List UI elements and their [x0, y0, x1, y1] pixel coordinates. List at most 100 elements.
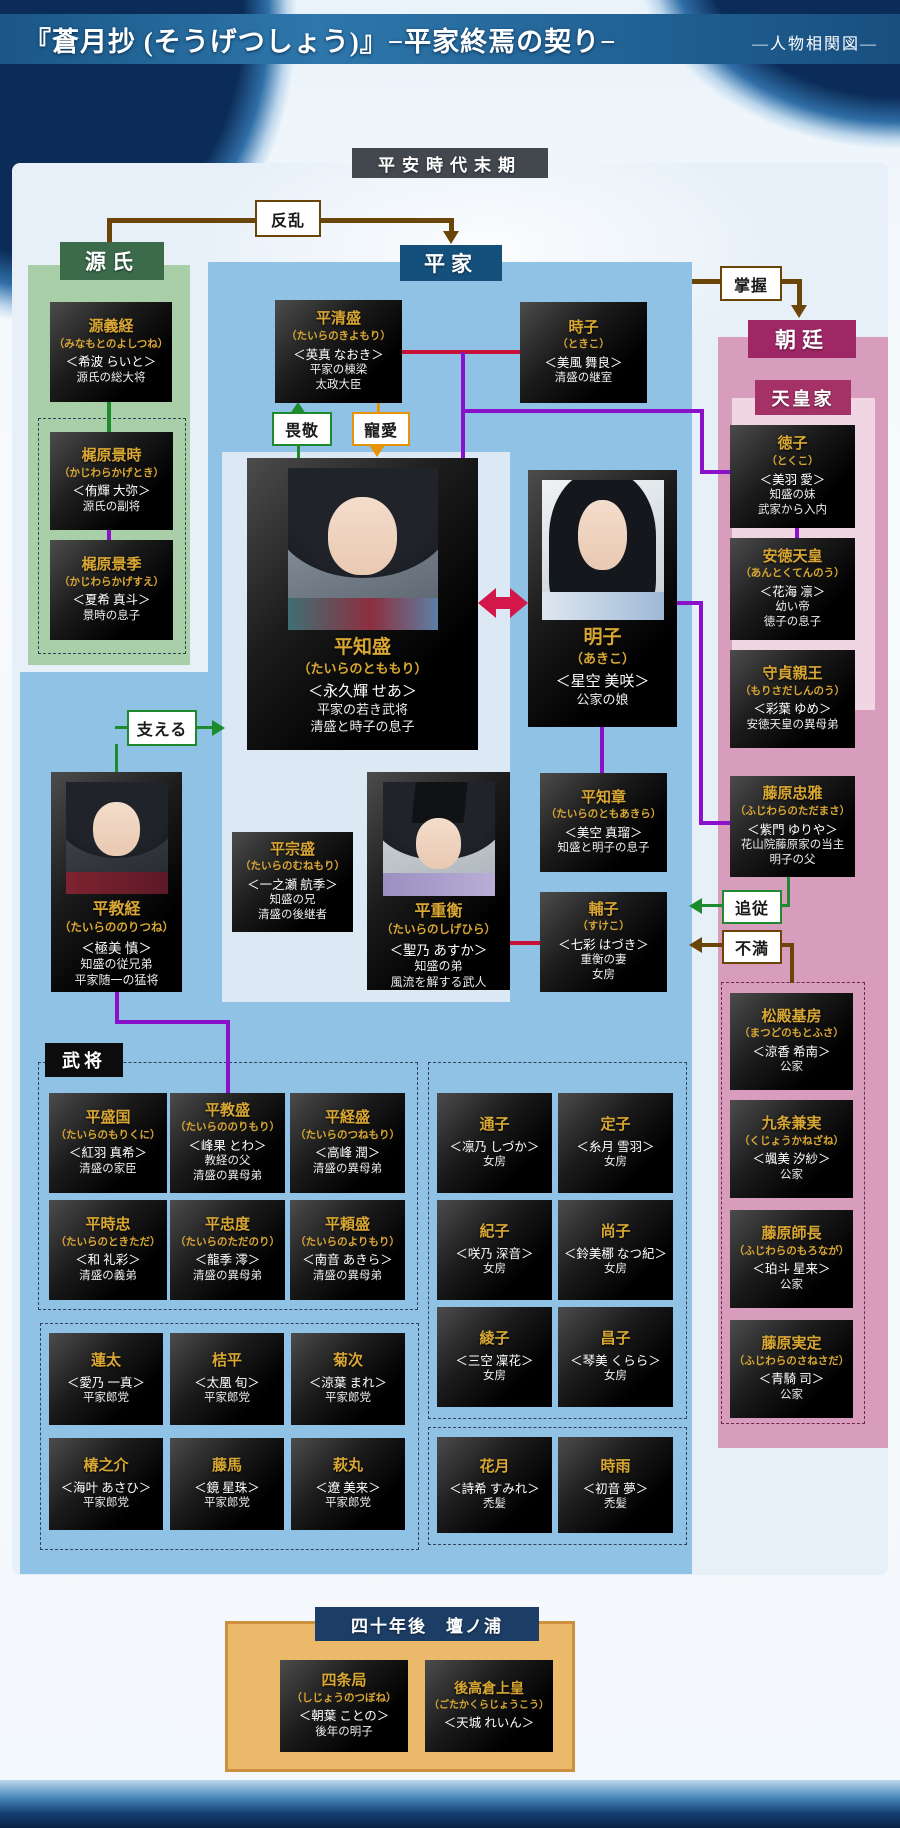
person-role: 幼い帝 [775, 601, 810, 614]
line-akiko-tadamasa-v [699, 601, 703, 825]
person-role: 風流を解する武人 [390, 974, 487, 989]
actor-name: ＜和 礼彩＞ [75, 1253, 141, 1268]
actor-name: ＜龍季 澪＞ [194, 1253, 261, 1268]
actor-name: ＜鏡 星珠＞ [194, 1480, 260, 1495]
line-noritsune-norimori-v2 [226, 1020, 230, 1093]
line-tokuko-antoku [795, 528, 799, 538]
actor-name: ＜一之瀬 航季＞ [247, 878, 338, 892]
person-name: 平忠度 [204, 1217, 250, 1234]
actor-name: ＜紫門 ゆりや＞ [747, 822, 838, 837]
person-card-kikuji: 菊次 ＜涼葉 まれ＞ 平家郎党 [291, 1333, 405, 1425]
actor-name: ＜太凰 旬＞ [194, 1375, 260, 1390]
actor-name: ＜初音 夢＞ [582, 1481, 649, 1496]
person-role: 景時の息子 [82, 609, 141, 622]
line-parent-tokuko-h2 [700, 470, 730, 474]
person-card-tadamasa: 藤原忠雅 （ふじわらのただまさ） ＜紫門 ゆりや＞ 花山院藤原家の当主 明子の父 [730, 776, 855, 877]
actor-name: ＜颯美 汐紗＞ [752, 1152, 831, 1167]
person-name: 梶原景時 [81, 448, 142, 465]
person-card-akiko: 明子 （あきこ） ＜星空 美咲＞ 公家の娘 [528, 470, 677, 727]
actor-name: ＜花海 凛＞ [759, 585, 826, 599]
person-card-gotakakura: 後高倉上皇 （ごたかくらじょうこう） ＜天城 れいん＞ [425, 1660, 553, 1752]
person-role: 平家の棟梁 [309, 363, 368, 376]
person-role: 女房 [483, 1369, 506, 1382]
person-card-tadanori: 平忠度 （たいらのただのり） ＜龍季 澪＞ 清盛の異母弟 [170, 1200, 285, 1300]
line-akiko-tomoakira [600, 727, 604, 773]
actor-name: ＜天城 れいん＞ [443, 1715, 535, 1730]
person-card-sadako: 定子 ＜糸月 雪羽＞ 女房 [558, 1093, 673, 1193]
person-card-hagimaru: 萩丸 ＜遼 美来＞ 平家郎党 [291, 1438, 405, 1530]
actor-name: ＜英真 なおき＞ [293, 347, 384, 362]
person-name: 平時忠 [85, 1217, 131, 1234]
person-role: 清盛の異母弟 [193, 1269, 262, 1282]
person-card-munemori: 平宗盛 （たいらのむねもり） ＜一之瀬 航季＞ 知盛の兄 清盛の後継者 [232, 832, 353, 932]
line-parent-tokuko-h [461, 409, 704, 413]
relation-label-hanran: 反乱 [255, 200, 321, 237]
relation-label-sasaeru: 支える [127, 710, 197, 746]
person-reading: （ふじわらのさねさだ） [733, 1355, 850, 1367]
person-card-renta: 蓮太 ＜愛乃 一真＞ 平家郎党 [49, 1333, 163, 1425]
person-name: 尚子 [600, 1224, 631, 1241]
person-reading: （まつどのもとふさ） [739, 1028, 844, 1040]
person-card-shigehira: 平重衡 （たいらのしげひら） ＜聖乃 あすか＞ 知盛の弟 風流を解する武人 [367, 772, 510, 990]
person-reading: （たいらのよりもり） [295, 1236, 400, 1248]
person-name: 四条局 [321, 1673, 367, 1690]
person-name: 通子 [479, 1117, 510, 1134]
person-role: 平家郎党 [83, 1391, 129, 1404]
era-label: 平安時代末期 [352, 148, 548, 178]
actor-name: ＜涼香 希南＞ [752, 1044, 831, 1059]
line-parent-tokuko-v [700, 409, 704, 474]
relation-label-shouaku: 掌握 [720, 266, 782, 301]
person-role: 清盛の後継者 [258, 909, 327, 922]
line-hanran-v2 [449, 221, 454, 233]
person-name: 守貞親王 [762, 666, 823, 683]
person-card-noritsune: 平教経 （たいらののりつね） ＜極美 慎＞ 知盛の従兄弟 平家随一の猛将 [51, 772, 182, 992]
person-card-tsunemori: 平経盛 （たいらのつねもり） ＜高峰 潤＞ 清盛の異母弟 [290, 1093, 405, 1193]
relation-label-chouai: 寵愛 [352, 412, 410, 446]
kajiwara-group-frame [38, 418, 186, 654]
person-role: 知盛と明子の息子 [557, 842, 650, 855]
person-reading: （とくこ） [766, 455, 819, 467]
line-noritsune-norimori-v1 [115, 992, 119, 1024]
person-reading: （たいらのともあきら） [545, 809, 662, 821]
person-reading: （しじょうのつぼね） [291, 1692, 397, 1704]
arrow-tsuishou-left [689, 898, 702, 914]
arrow-ikei-up [290, 402, 306, 414]
person-name: 梶原景季 [81, 557, 142, 574]
actor-name: ＜聖乃 あすか＞ [389, 942, 488, 958]
actor-name: ＜侑輝 大弥＞ [72, 484, 151, 499]
person-name: 後高倉上皇 [454, 1681, 524, 1697]
person-card-morikuni: 平盛国 （たいらのもりくに） ＜紅羽 真希＞ 清盛の家臣 [49, 1093, 167, 1193]
actor-name: ＜涼葉 まれ＞ [308, 1375, 388, 1390]
genji-header: 源氏 [60, 242, 164, 280]
person-role: 清盛の継室 [554, 372, 613, 385]
person-card-naoko: 尚子 ＜鈴美梛 なつ紀＞ 女房 [558, 1200, 673, 1300]
love-arrow-tomomori-akiko [478, 588, 528, 618]
person-reading: （あんとくてんのう） [740, 568, 845, 580]
actor-name: ＜星空 美咲＞ [555, 673, 650, 690]
actor-name: ＜峰果 とわ＞ [188, 1139, 267, 1153]
actor-name: ＜琴美 くらら＞ [570, 1353, 661, 1368]
person-card-kagesue: 梶原景季 （かじわらかげすえ） ＜夏希 真斗＞ 景時の息子 [50, 540, 173, 640]
line-akiko-tadamasa-h2 [699, 821, 730, 825]
finale-header: 四十年後 壇ノ浦 [315, 1607, 539, 1641]
actor-name: ＜彩葉 ゆめ＞ [753, 702, 832, 717]
person-name: 藤原忠雅 [762, 786, 823, 803]
person-card-kiyomori: 平清盛 （たいらのきよもり） ＜英真 なおき＞ 平家の棟梁 太政大臣 [275, 300, 402, 403]
portrait-shigehira [382, 782, 495, 896]
page-subtitle: ―人物相関図― [751, 36, 878, 53]
person-name: 椿之介 [83, 1458, 129, 1475]
relation-label-ikei: 畏敬 [272, 412, 332, 446]
nyobo-group-frame [428, 1062, 687, 1419]
person-card-noriko: 紀子 ＜咲乃 深音＞ 女房 [437, 1200, 552, 1300]
actor-name: ＜夏希 真斗＞ [72, 593, 151, 608]
person-name: 菊次 [332, 1353, 363, 1370]
actor-name: ＜極美 慎＞ [81, 940, 152, 956]
person-role: 清盛の異母弟 [313, 1269, 382, 1282]
person-card-tomomori: 平知盛 （たいらのとももり） ＜永久輝 せあ＞ 平家の若き武将 清盛と時子の息子 [247, 458, 478, 750]
bottom-band [0, 1780, 900, 1828]
line-hanran-v1 [107, 218, 112, 244]
kamuro-group-frame [428, 1427, 687, 1545]
line-sasaeru-v [115, 744, 118, 772]
person-reading: （かじわらかげすえ） [59, 576, 164, 588]
person-card-kagetoki: 梶原景時 （かじわらかげとき） ＜侑輝 大弥＞ 源氏の副将 [50, 432, 173, 530]
